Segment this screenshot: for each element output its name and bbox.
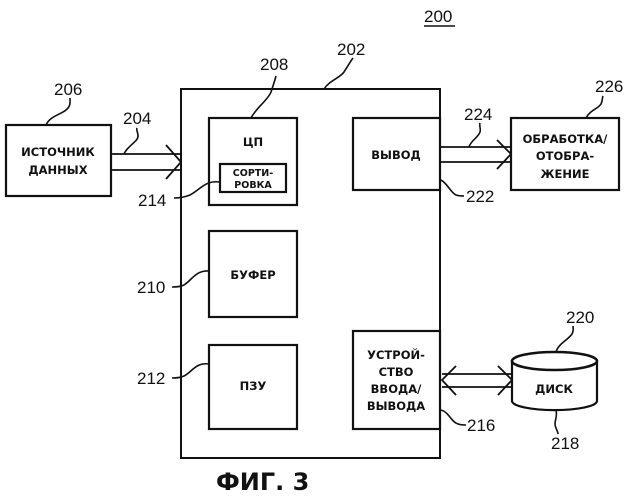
disk-ref: 220: [566, 308, 594, 327]
disk-body-leader: [555, 410, 558, 434]
input-bus-leader: [124, 128, 138, 154]
processing-ref: 226: [595, 77, 623, 96]
data-source-label-line2: ДАННЫХ: [28, 163, 87, 177]
processing-label-line2: ОТОБРА-: [536, 149, 594, 163]
io-device-label-line1: УСТРОЙ-: [367, 347, 425, 362]
output-bus-arrow: 224: [441, 105, 511, 169]
system-box-ref: 202: [337, 40, 365, 59]
processing-label-line1: ОБРАБОТКА/: [523, 132, 609, 146]
io-device-box: [353, 331, 440, 429]
processing-label-line3: ЖЕНИЕ: [540, 167, 589, 181]
output-ref: 222: [466, 187, 494, 206]
rom-label: ПЗУ: [240, 379, 267, 393]
input-bus-ref: 204: [123, 109, 151, 128]
rom-block: ПЗУ 212: [137, 345, 297, 429]
output-bus-arrowhead: [497, 140, 511, 169]
disk-top-leader: [556, 326, 573, 352]
io-device-label-line4: ВЫВОДА: [367, 399, 425, 413]
output-bus-ref: 224: [464, 105, 492, 124]
input-bus-arrow: 204: [111, 109, 181, 179]
rom-leader: [172, 364, 209, 378]
disk-block: ДИСК 220 218: [512, 308, 597, 453]
cpu-ref: 208: [260, 55, 288, 74]
processing-leader: [586, 96, 603, 118]
data-source-label-line1: ИСТОЧНИК: [21, 145, 95, 159]
data-source-ref: 206: [54, 80, 82, 99]
output-label: ВЫВОД: [371, 148, 420, 162]
io-disk-bus-arrowhead-left: [442, 366, 456, 395]
sort-label-line1: СОРТИ-: [233, 168, 273, 179]
io-device-ref: 216: [467, 416, 495, 435]
input-bus-arrowhead: [166, 145, 181, 179]
figure-number: 200: [424, 7, 455, 26]
io-device-label-line3: ВВОДА/: [371, 382, 422, 396]
sort-label-line2: РОВКА: [234, 180, 272, 191]
output-bus-leader: [469, 123, 480, 147]
buffer-leader: [172, 271, 209, 287]
processing-block: ОБРАБОТКА/ ОТОБРА- ЖЕНИЕ 226: [511, 77, 623, 190]
buffer-ref: 210: [137, 278, 165, 297]
figure-caption: ФИГ. 3: [216, 468, 309, 496]
buffer-label: БУФЕР: [230, 268, 275, 282]
data-source-box: [6, 125, 111, 196]
io-disk-bus-arrow: [442, 366, 512, 395]
disk-label: ДИСК: [535, 382, 573, 396]
figure-number-text: 200: [424, 7, 452, 26]
disk-body-ref: 218: [551, 434, 579, 453]
output-leader: [441, 180, 464, 196]
data-source-block: ИСТОЧНИК ДАННЫХ 206: [6, 80, 111, 196]
io-disk-bus-arrowhead-right: [498, 366, 512, 395]
io-device-leader: [441, 410, 466, 425]
io-device-block: УСТРОЙ- СТВО ВВОДА/ ВЫВОДА 216: [353, 331, 495, 435]
rom-ref: 212: [137, 369, 165, 388]
io-device-label-line2: СТВО: [379, 365, 414, 379]
system-box-leader: [324, 58, 353, 89]
cpu-leader: [251, 76, 276, 118]
sort-ref: 214: [138, 191, 166, 210]
buffer-block: БУФЕР 210: [137, 231, 297, 317]
disk-top: [512, 352, 597, 370]
data-source-leader: [46, 98, 70, 125]
cpu-label: ЦП: [243, 135, 263, 149]
